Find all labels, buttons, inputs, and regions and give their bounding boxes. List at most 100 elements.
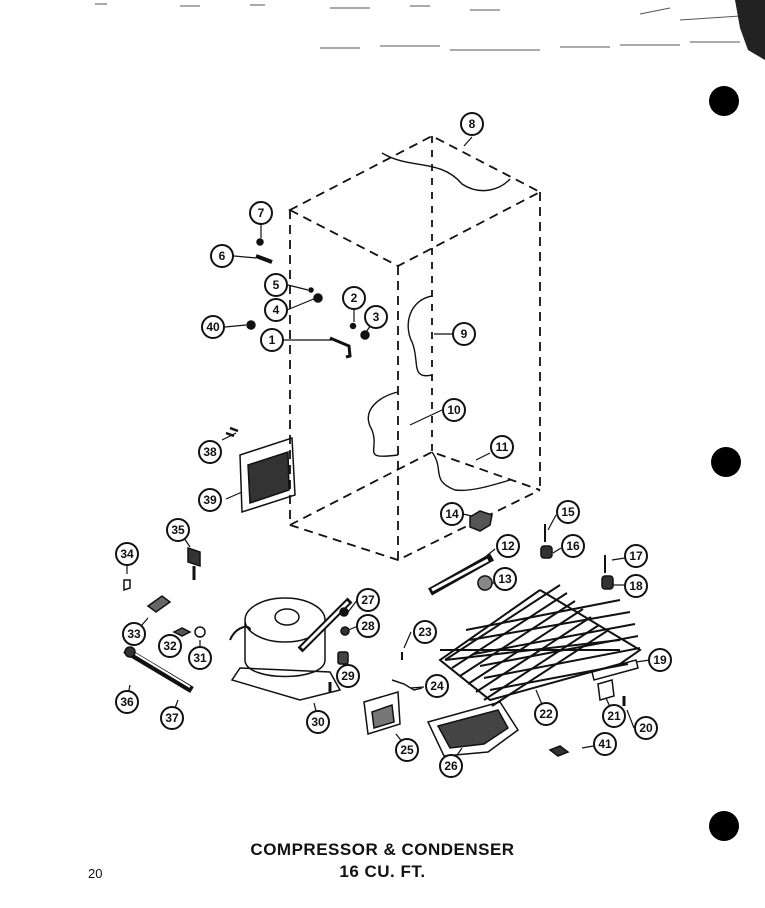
callout-number: 9 [461,327,468,341]
callout-4: 4 [264,298,288,322]
callout-number: 26 [444,759,458,773]
callout-circle [602,704,626,728]
callout-26: 26 [439,754,463,778]
condenser-coil [438,584,642,707]
callout-33: 33 [122,622,146,646]
callout-34: 34 [115,542,139,566]
scan-artifacts [95,3,741,51]
callout-25: 25 [395,738,419,762]
callout-number: 7 [258,206,265,220]
callout-number: 23 [418,625,432,639]
callout-number: 40 [206,320,220,334]
callout-21: 21 [602,704,626,728]
callout-number: 32 [163,639,177,653]
callout-1: 1 [260,328,284,352]
binder-hole-middle [711,447,741,477]
diagram-subtitle: 16 CU. FT. [339,862,426,881]
callout-number: 1 [269,333,276,347]
callout-circle [561,534,585,558]
callout-number: 20 [639,721,653,735]
callout-23: 23 [413,620,437,644]
callout-circle [425,674,449,698]
callout-19: 19 [648,648,672,672]
callout-circle [188,646,212,670]
callout-number: 41 [598,737,612,751]
callout-number: 11 [496,440,509,454]
callout-number: 38 [203,445,217,459]
callout-circle [264,298,288,322]
callout-number: 25 [400,743,414,757]
callout-number: 31 [193,651,207,665]
leader-lines [126,136,651,765]
callout-20: 20 [634,716,658,740]
callout-number: 14 [445,507,459,521]
callout-number: 35 [171,523,185,537]
callout-37: 37 [160,706,184,730]
callout-circle [624,544,648,568]
callout-number: 34 [120,547,134,561]
callout-circle [115,542,139,566]
callout-3: 3 [364,305,388,329]
callout-circle [210,244,234,268]
callout-18: 18 [624,574,648,598]
callout-circle [201,315,225,339]
callout-39: 39 [198,488,222,512]
callout-circle [356,588,380,612]
callout-number: 21 [607,709,621,723]
callout-30: 30 [306,710,330,734]
callout-circle [413,620,437,644]
callout-circle [460,112,484,136]
callout-number: 10 [447,403,461,417]
callout-circle [439,754,463,778]
callout-38: 38 [198,440,222,464]
callout-40: 40 [201,315,225,339]
callout-number: 19 [653,653,667,667]
diagram-title: COMPRESSOR & CONDENSER [250,840,515,859]
callout-circle [496,534,520,558]
callout-22: 22 [534,702,558,726]
callout-number: 13 [498,572,512,586]
callout-number: 6 [219,249,226,263]
callout-24: 24 [425,674,449,698]
callout-number: 16 [566,539,580,553]
callout-9: 9 [452,322,476,346]
callout-17: 17 [624,544,648,568]
page-number: 20 [88,866,103,881]
callout-11: 11 [490,435,514,459]
callout-circle [452,322,476,346]
callout-circle [342,286,366,310]
callout-circle [160,706,184,730]
callout-circle [264,273,288,297]
callout-circle [249,201,273,225]
callout-number: 28 [361,619,375,633]
callout-circle [593,732,617,756]
callout-number: 8 [469,117,476,131]
callout-number: 4 [273,303,280,317]
callout-41: 41 [593,732,617,756]
callout-27: 27 [356,588,380,612]
callout-14: 14 [440,502,464,526]
callout-28: 28 [356,614,380,638]
cabinet-insulation-breaks [367,152,511,492]
callout-number: 3 [373,310,380,324]
callout-number: 39 [203,493,217,507]
cabinet-outline [288,134,542,561]
part-shapes [123,238,642,757]
callout-16: 16 [561,534,585,558]
callout-number: 15 [561,505,575,519]
callout-6: 6 [210,244,234,268]
callout-7: 7 [249,201,273,225]
callout-circle [556,500,580,524]
callout-10: 10 [442,398,466,422]
callout-29: 29 [336,664,360,688]
callout-circle [364,305,388,329]
binder-hole-bottom [709,811,739,841]
callout-circle [166,518,190,542]
callout-circle [395,738,419,762]
callout-circle [306,710,330,734]
callout-12: 12 [496,534,520,558]
callout-circle [336,664,360,688]
